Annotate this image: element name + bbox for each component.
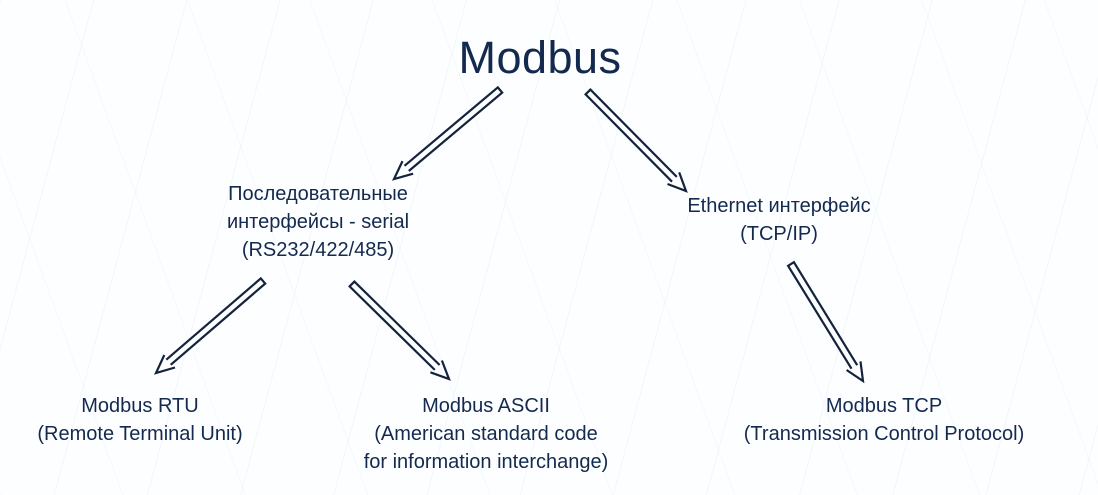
node-modbus-rtu: Modbus RTU (Remote Terminal Unit) bbox=[37, 392, 242, 448]
node-ethernet-interface: Ethernet интерфейс (TCP/IP) bbox=[687, 192, 870, 248]
node-modbus-tcp: Modbus TCP (Transmission Control Protoco… bbox=[744, 392, 1024, 448]
node-modbus-ascii: Modbus ASCII (American standard code for… bbox=[364, 392, 609, 476]
node-rtu-line-1: Modbus RTU bbox=[81, 395, 199, 417]
node-ascii-line-1: Modbus ASCII bbox=[422, 395, 550, 417]
node-ascii-line-3: for information interchange) bbox=[363, 451, 609, 473]
node-serial-line-2: интерфейсы - serial bbox=[226, 211, 410, 233]
arrow-serial-rtu bbox=[153, 276, 267, 375]
node-ethernet-line-1: Ethernet интерфейс bbox=[687, 195, 871, 217]
node-tcp-line-1: Modbus TCP bbox=[825, 395, 943, 417]
arrow-root-serial bbox=[391, 85, 504, 181]
node-ascii-line-2: (American standard code bbox=[374, 423, 598, 445]
node-rtu-line-2: (Remote Terminal Unit) bbox=[37, 423, 243, 445]
diagram-title: Modbus bbox=[458, 32, 622, 83]
node-serial-interfaces: Последовательные интерфейсы - serial (RS… bbox=[227, 180, 409, 264]
node-serial-line-1: Последовательные bbox=[228, 183, 408, 205]
node-serial-line-3: (RS232/422/485) bbox=[241, 239, 395, 261]
arrow-serial-ascii bbox=[348, 280, 451, 381]
node-tcp-line-2: (Transmission Control Protocol) bbox=[743, 423, 1025, 445]
arrow-root-ethernet bbox=[584, 88, 688, 193]
node-ethernet-line-2: (TCP/IP) bbox=[740, 223, 818, 245]
arrow-ethernet-tcp bbox=[786, 260, 865, 384]
